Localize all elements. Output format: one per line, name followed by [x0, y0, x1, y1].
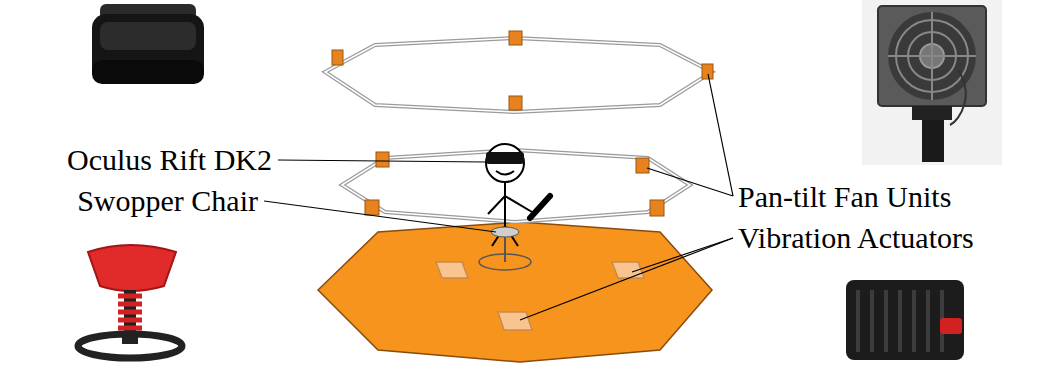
fan-photo — [862, 0, 1002, 165]
headset-shade — [92, 60, 204, 84]
actuator-fins — [858, 290, 942, 352]
user-figure — [486, 144, 550, 262]
headset-photo — [92, 4, 204, 84]
fan-unit — [365, 200, 379, 215]
fan-unit — [332, 50, 343, 65]
callout-label: Vibration Actuators — [738, 221, 974, 255]
actuator-body — [846, 280, 964, 360]
callout-label: Pan-tilt Fan Units — [738, 180, 951, 214]
fan-ring-top — [325, 38, 712, 112]
fan-ring-top — [325, 38, 712, 112]
fan-frame — [878, 6, 986, 106]
controller — [530, 196, 550, 218]
pan-tilt-mount — [922, 120, 944, 162]
headset-highlight — [100, 22, 196, 50]
fan-unit — [636, 158, 649, 173]
leader-line — [632, 238, 733, 272]
leader-line — [264, 201, 496, 232]
fan-cable — [950, 70, 966, 125]
headset-body — [92, 14, 204, 84]
figure-body — [504, 182, 506, 226]
floor-actuators — [436, 262, 644, 330]
leader-lines — [264, 74, 733, 320]
floor-platform — [318, 222, 712, 362]
fan-units — [332, 31, 713, 216]
fan-unit — [509, 96, 522, 110]
figure-smile — [496, 171, 514, 175]
fan-unit — [376, 152, 389, 167]
fan-opening — [888, 12, 976, 100]
figure-head — [486, 144, 524, 182]
figure-visor — [486, 152, 524, 164]
actuator-terminal — [940, 318, 962, 334]
vibration-actuator — [436, 262, 468, 278]
fan-unit — [702, 64, 713, 79]
chair-spring — [118, 296, 142, 328]
pan-tilt-head — [912, 106, 952, 120]
fan-grille — [931, 12, 933, 100]
chair-foot — [122, 334, 138, 344]
photo-ground — [862, 0, 1002, 165]
chair-base — [78, 334, 182, 358]
chair-stem-small — [504, 237, 506, 262]
callout-label: Swopper Chair — [77, 184, 258, 218]
chair-photo — [78, 245, 182, 358]
leader-line — [278, 160, 486, 162]
vibration-actuator — [498, 312, 532, 330]
leader-line — [708, 74, 733, 196]
chair-seat — [88, 245, 176, 291]
fan-unit — [650, 200, 664, 216]
fan-unit — [509, 31, 522, 45]
leader-line — [647, 168, 733, 196]
figure-arm — [505, 196, 532, 212]
leader-line — [520, 238, 733, 320]
actuator-photo — [846, 280, 964, 360]
callout-label: Oculus Rift DK2 — [67, 143, 272, 177]
figure-arm — [488, 196, 505, 214]
